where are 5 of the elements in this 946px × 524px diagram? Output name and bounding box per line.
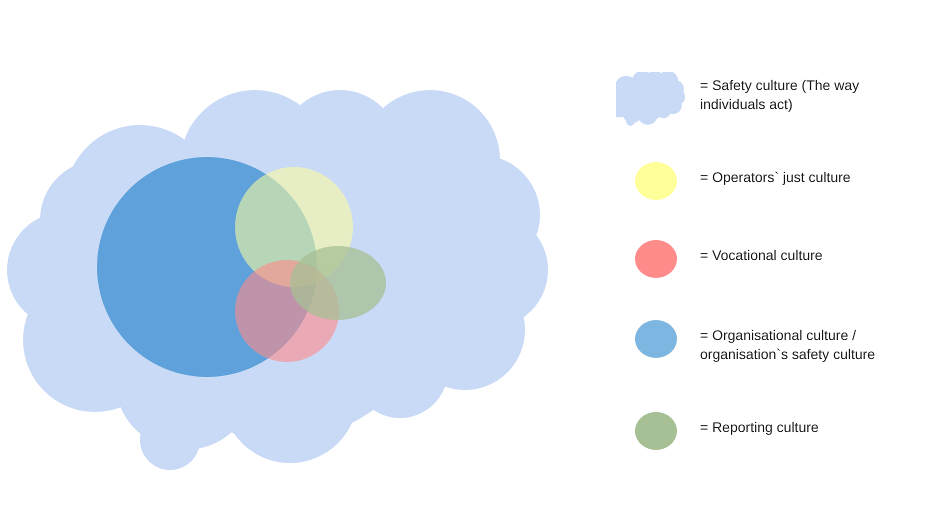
- legend-text: = Operators` just culture: [700, 168, 852, 187]
- legend-text: = Vocational culture: [700, 246, 824, 265]
- legend-text: = Reporting culture: [700, 418, 820, 437]
- legend-text: = Organisational culture / organisation`s safety culture: [700, 326, 876, 364]
- legend-text: = Safety culture (The way individuals act): [700, 76, 860, 114]
